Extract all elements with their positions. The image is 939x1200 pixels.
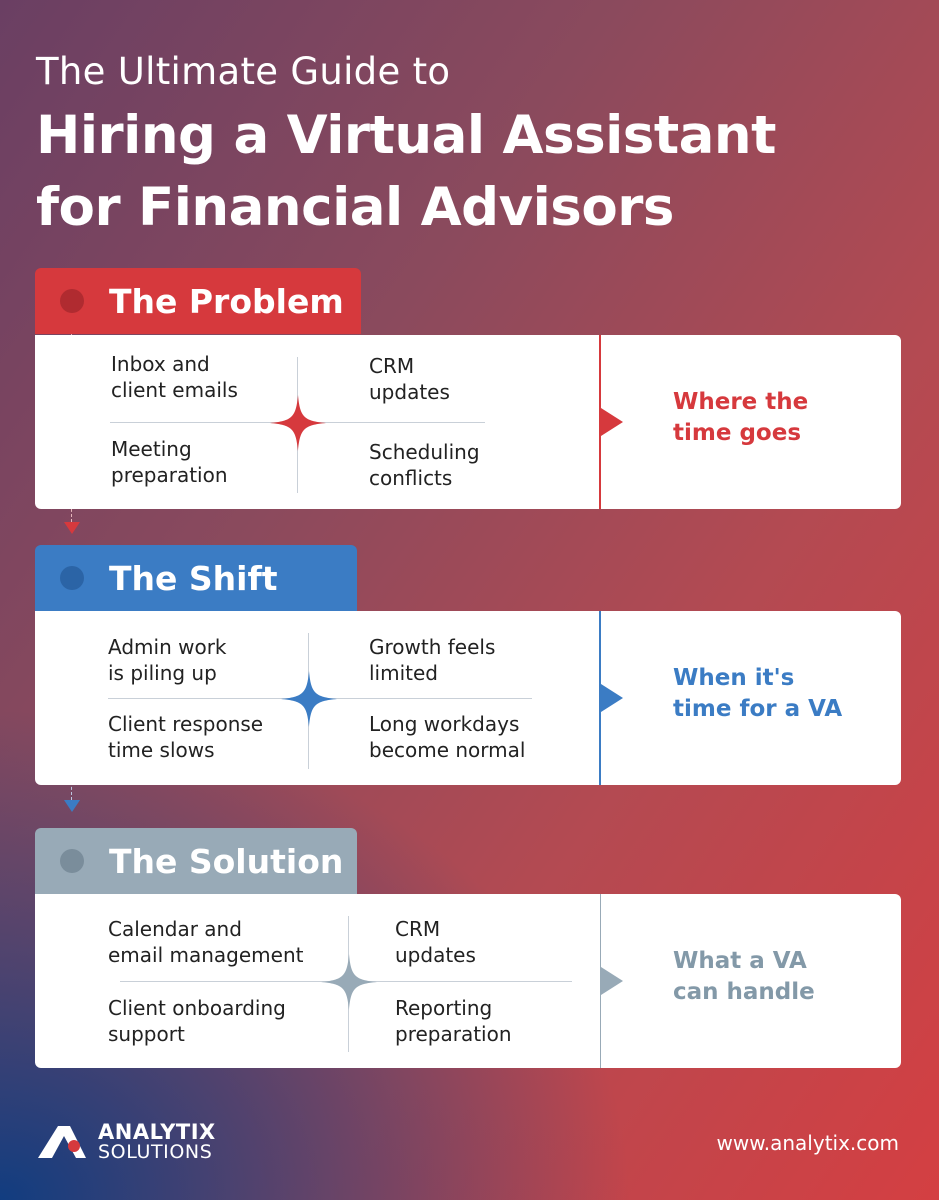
analytix-logo-icon [38, 1126, 86, 1158]
section-title-shift: The Shift [109, 558, 278, 598]
title-line-3: for Financial Advisors [36, 177, 674, 238]
footer-url[interactable]: www.analytix.com [716, 1131, 899, 1155]
callout-divider [599, 611, 601, 785]
connector-arrow-1 [64, 522, 80, 534]
analytix-logo: ANALYTIX SOLUTIONS [34, 1122, 216, 1162]
bullet-dot [60, 566, 84, 590]
section-title-solution: The Solution [109, 841, 344, 881]
bullet-dot [60, 849, 84, 873]
triangle-right-icon [601, 408, 623, 436]
logo-line-2: SOLUTIONS [98, 1141, 213, 1163]
triangle-right-icon [601, 967, 623, 995]
four-point-star-icon [321, 954, 377, 1010]
section-tab-problem: The Problem [35, 268, 361, 334]
section-title-problem: The Problem [109, 281, 344, 321]
four-point-star-icon [281, 671, 337, 727]
callout-divider [600, 894, 601, 1068]
logo-line-1: ANALYTIX [98, 1120, 216, 1144]
triangle-right-icon [601, 684, 623, 712]
connector-arrow-2 [64, 800, 80, 812]
four-point-star-icon [270, 395, 326, 451]
title-line-2: Hiring a Virtual Assistant [36, 105, 777, 166]
section-tab-shift: The Shift [35, 545, 357, 611]
bullet-dot [60, 289, 84, 313]
callout-divider [599, 335, 601, 509]
section-tab-solution: The Solution [35, 828, 357, 894]
title-line-1: The Ultimate Guide to [36, 50, 451, 93]
